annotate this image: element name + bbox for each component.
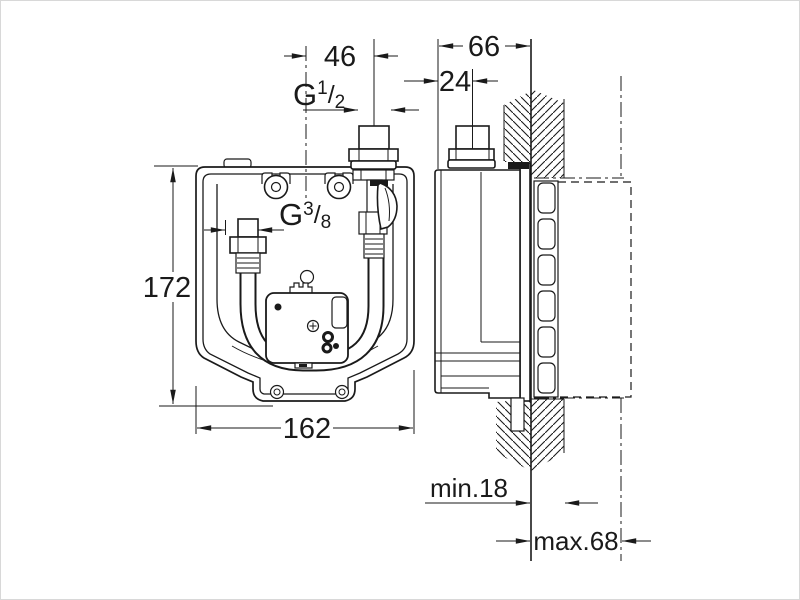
wall-seal-top xyxy=(508,162,529,169)
spout-connector-g12 xyxy=(348,39,399,259)
mounting-lug-right xyxy=(324,172,354,200)
label-thread-g12: G1/2 xyxy=(293,77,419,113)
anchor-foot xyxy=(510,397,525,432)
clip-bracket xyxy=(289,282,313,293)
dim-body-height: 172 xyxy=(143,272,191,304)
dim-wall-max: max.68 xyxy=(533,526,618,556)
front-view xyxy=(195,39,415,402)
dim-body-width: 162 xyxy=(283,413,331,445)
dimension-min18: min.18 xyxy=(425,473,598,506)
side-view xyxy=(434,39,632,561)
dimension-46: 46 xyxy=(284,41,398,73)
phillips-screw xyxy=(306,319,320,333)
indicator-dot xyxy=(274,303,282,311)
side-box-body xyxy=(434,169,521,399)
port-ring-1 xyxy=(322,331,334,343)
dim-wall-min: min.18 xyxy=(430,473,508,503)
dimension-annotations: 46 66 24 G1/2 G3/8 xyxy=(143,31,651,556)
clip-ball xyxy=(299,269,315,285)
port-ring-2 xyxy=(321,342,333,354)
control-unit xyxy=(265,269,349,369)
dimension-24: 24 xyxy=(404,66,498,98)
dimension-max68: max.68 xyxy=(496,526,651,556)
check-valve-lever xyxy=(376,182,398,231)
dim-spout-offset: 46 xyxy=(324,41,356,73)
thread-inlet-label: G3/8 xyxy=(279,197,331,233)
max-depth-centerlines xyxy=(534,76,624,561)
max-wall-dashed-outline xyxy=(558,181,632,398)
thread-top-label: G1/2 xyxy=(293,77,345,113)
housing-notch xyxy=(331,296,348,329)
dim-total-depth: 66 xyxy=(468,31,500,63)
port-dot xyxy=(333,343,339,349)
dimension-162: 162 xyxy=(195,370,415,445)
dimension-172: 172 xyxy=(143,165,273,407)
dim-front-depth: 24 xyxy=(439,66,471,98)
mounting-lug-left xyxy=(261,172,291,200)
dimension-66: 66 xyxy=(437,31,531,169)
side-top-connector xyxy=(447,69,496,169)
adjustment-rail xyxy=(533,180,559,398)
mounting-plate xyxy=(519,162,531,402)
bottom-screws xyxy=(269,384,350,400)
label-thread-g38: G3/8 xyxy=(204,197,331,235)
